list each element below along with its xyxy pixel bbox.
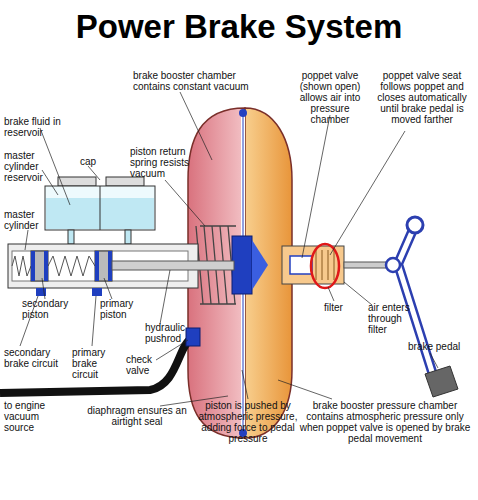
- part-label: cap: [80, 156, 105, 167]
- reservoir: [45, 186, 155, 230]
- part-label: brake fluid in reservoir: [4, 116, 74, 138]
- vacuum-hose: [0, 338, 192, 393]
- diagram-title: Power Brake System: [0, 8, 478, 46]
- highlight-circle: [311, 244, 339, 288]
- check-valve: [186, 328, 200, 346]
- part-label: master cylinder reservoir: [4, 150, 59, 183]
- fluid-port: [68, 230, 74, 244]
- piston-seal: [95, 251, 99, 281]
- part-label: secondary brake circuit: [4, 347, 66, 369]
- pedal-pivot: [407, 217, 423, 233]
- brake-outlet: [92, 288, 102, 296]
- part-label: diaphragm ensures an airtight seal: [82, 405, 192, 427]
- booster-piston: [232, 236, 252, 294]
- poppet-valve: [290, 256, 312, 274]
- pedal-arm: [398, 225, 434, 378]
- part-label: piston return spring resists vacuum: [130, 146, 202, 179]
- part-label: poppet valve (shown open) allows air int…: [290, 70, 370, 125]
- diaphragm-seal: [239, 109, 247, 117]
- part-label: hydraulic pushrod: [145, 322, 200, 344]
- clevis-pin: [386, 258, 400, 272]
- piston-seal: [108, 251, 112, 281]
- part-label: air enters through filter: [368, 302, 416, 335]
- part-label: brake booster chamber contains constant …: [133, 70, 261, 92]
- part-label: master cylinder: [4, 209, 46, 231]
- part-label: secondary piston: [22, 298, 77, 320]
- part-label: primary piston: [100, 298, 150, 320]
- part-label: check valve: [126, 354, 166, 376]
- hydraulic-pushrod: [112, 261, 234, 270]
- part-label: brake booster pressure chamber contains …: [295, 400, 475, 444]
- pedal-arm: [398, 225, 434, 378]
- fluid-port: [125, 230, 131, 244]
- cap: [58, 177, 96, 186]
- part-label: primary brake circuit: [72, 347, 122, 380]
- part-label: brake pedal: [408, 341, 473, 352]
- input-rod: [344, 262, 386, 268]
- booster-piston: [252, 240, 268, 290]
- piston-spring: [12, 256, 95, 276]
- reservoir-divider: [100, 186, 101, 230]
- piston-seal: [44, 251, 48, 281]
- filter: [316, 250, 334, 280]
- part-label: to engine vacuum source: [4, 400, 66, 433]
- part-label: piston is pushed by atmospheric pressure…: [198, 400, 298, 444]
- secondary-piston: [31, 251, 48, 281]
- piston-seal: [31, 251, 35, 281]
- pedal-pad: [425, 366, 458, 397]
- part-label: filter: [324, 302, 354, 313]
- part-label: poppet valve seat follows poppet and clo…: [368, 70, 476, 125]
- primary-piston: [95, 251, 112, 281]
- leader-line: [20, 92, 438, 406]
